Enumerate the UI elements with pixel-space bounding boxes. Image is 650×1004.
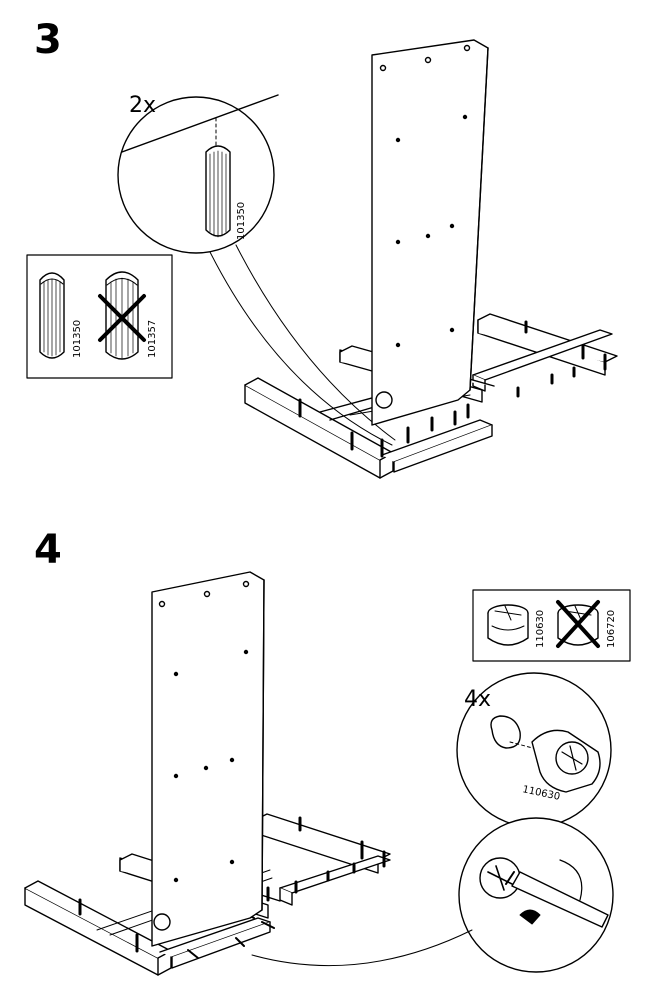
step-3-number: 3 (34, 17, 62, 63)
step-4-quantity: 4x (464, 687, 491, 712)
step-4-side-panel (151, 571, 265, 947)
step-4-cam-detail-circle: 110630 (456, 672, 612, 828)
detail-part-number: 101350 (236, 202, 247, 240)
cam-lock-wrong-icon (556, 600, 600, 648)
legend-wrong-part-number: 101357 (147, 320, 158, 358)
step-4-part-legend: 110630 106720 (472, 589, 631, 662)
legend-correct-part-number: 101350 (72, 320, 83, 358)
step-3-side-panel (371, 39, 489, 426)
dowel-icon (205, 145, 231, 238)
dowel-correct-icon (39, 272, 65, 359)
step-4-number: 4 (34, 527, 62, 573)
dowel-wrong-icon (98, 271, 146, 360)
step-4-screwdriver-detail-circle (251, 817, 614, 973)
legend-wrong-cam-number: 106720 (606, 610, 617, 648)
legend-correct-cam-number: 110630 (535, 610, 546, 648)
cam-lock-correct-icon (487, 604, 529, 646)
step-3-quantity: 2x (129, 93, 156, 118)
step-3-detail-circle: 101350 (117, 94, 396, 446)
step-3-part-legend: 101350 101357 (26, 254, 173, 379)
